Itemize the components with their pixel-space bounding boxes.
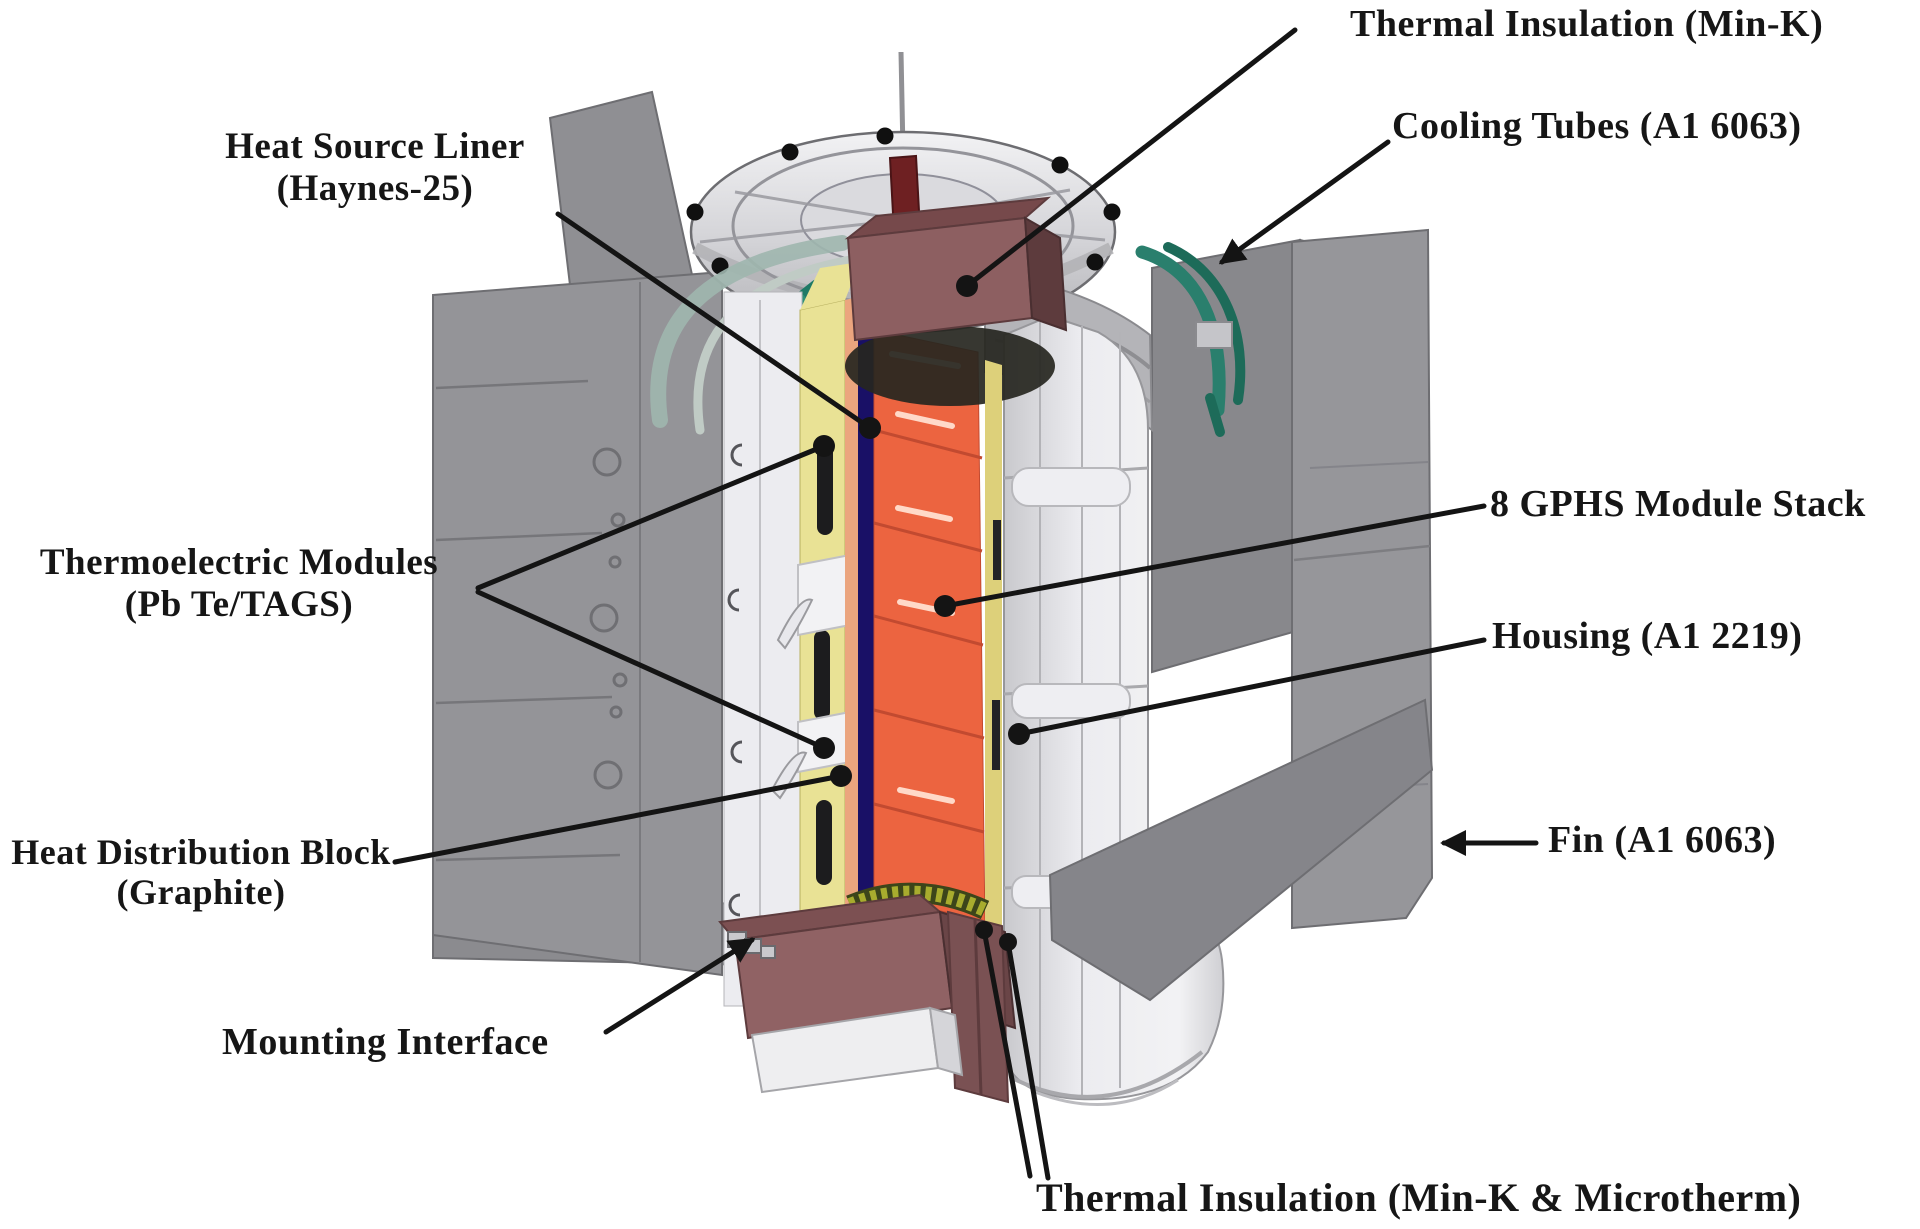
label-text: Heat Source Liner	[225, 126, 525, 167]
cutaway-internals	[718, 196, 1068, 1104]
label-fin: Fin (A1 6063)	[1548, 818, 1776, 862]
label-text: Thermal Insulation (Min-K)	[1350, 3, 1824, 45]
label-mounting-interface: Mounting Interface	[222, 1020, 549, 1064]
label-thermal-insulation-top: Thermal Insulation (Min-K)	[1350, 2, 1823, 46]
label-text: (Haynes-25)	[276, 168, 474, 209]
leader-thermoelectric-upper	[475, 443, 827, 591]
leader-gphs-stack	[942, 503, 1487, 609]
label-text: Heat Distribution Block	[11, 832, 391, 872]
leader-cooling-tubes	[1218, 139, 1391, 265]
leader-thermal-insulation-top	[964, 27, 1298, 289]
cut-edge-strip	[723, 291, 803, 1007]
right-liner-sliver	[985, 360, 1002, 940]
leader-thermoelectric-lower	[475, 589, 827, 751]
label-thermal-insulation-bottom: Thermal Insulation (Min-K & Microtherm)	[1036, 1174, 1801, 1221]
label-cooling-tubes: Cooling Tubes (A1 6063)	[1392, 104, 1802, 148]
label-text: Fin (A1 6063)	[1548, 819, 1777, 861]
leader-lines	[392, 27, 1539, 1181]
stack-top-shadow	[845, 326, 1055, 406]
leader-heat-distribution	[392, 773, 844, 865]
housing-bottom-bowl-ridge	[1011, 1050, 1204, 1099]
label-heat-source-liner: Heat Source Liner (Haynes-25)	[160, 126, 590, 210]
salmon-gap-strip	[845, 297, 858, 1002]
speckled-insulation-band	[847, 885, 988, 917]
label-text: 8 GPHS Module Stack	[1490, 483, 1866, 525]
label-text: (Graphite)	[116, 872, 286, 912]
heat-source-liner-strip	[858, 294, 874, 1003]
leader-housing	[1016, 637, 1487, 737]
label-text: Mounting Interface	[222, 1021, 549, 1063]
thermal-insulation-bottom-block	[718, 893, 1017, 1104]
label-gphs-module-stack: 8 GPHS Module Stack	[1490, 482, 1866, 526]
leader-thermal-bottom-b	[1005, 939, 1051, 1181]
label-text: Cooling Tubes (A1 6063)	[1392, 105, 1802, 147]
label-text: Thermoelectric Modules	[39, 542, 439, 583]
cooling-tube-right-inner	[1163, 242, 1246, 405]
label-thermoelectric-modules: Thermoelectric Modules (Pb Te/TAGS)	[0, 542, 478, 626]
fin-left	[432, 270, 723, 977]
label-housing: Housing (A1 2219)	[1492, 614, 1802, 658]
thermal-insulation-top-block	[844, 196, 1068, 342]
cooling-tube-right-outer	[1135, 245, 1226, 417]
label-text: Housing (A1 2219)	[1492, 615, 1803, 657]
leader-thermal-bottom-a	[981, 927, 1033, 1179]
label-heat-distribution-block: Heat Distribution Block (Graphite)	[0, 832, 402, 912]
leader-heat-source-liner	[555, 211, 873, 431]
leader-mounting-interface	[603, 937, 756, 1035]
label-text: (Pb Te/TAGS)	[124, 584, 354, 625]
label-text: Thermal Insulation (Min-K & Microtherm)	[1036, 1175, 1802, 1220]
fin-bottom-right	[1048, 698, 1434, 1002]
fin-bolt-holes	[589, 447, 628, 790]
